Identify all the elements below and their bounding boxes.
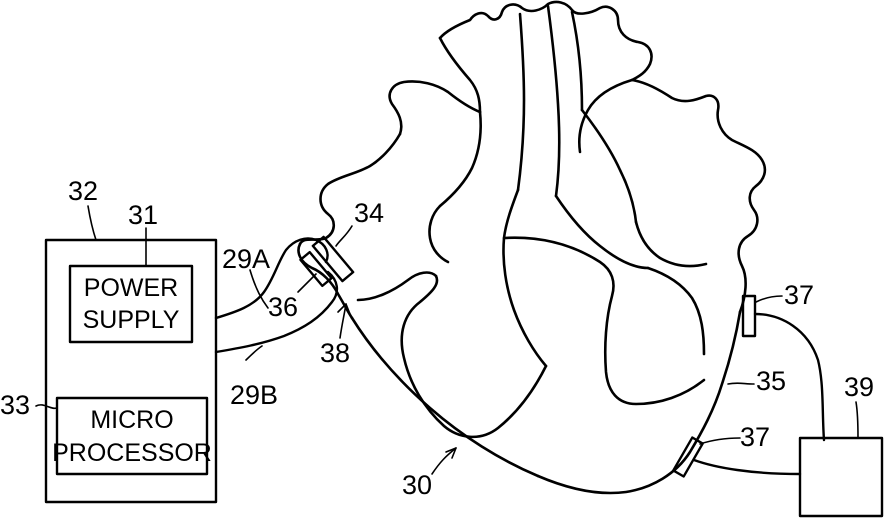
label-35: 35	[756, 366, 786, 396]
label-38: 38	[320, 338, 350, 368]
sensor-system	[673, 296, 882, 516]
heart-outline	[299, 2, 765, 493]
label-32: 32	[68, 176, 98, 206]
lead-35-lower	[694, 460, 800, 474]
label-34: 34	[354, 198, 384, 228]
monitor-39	[800, 438, 882, 516]
label-31: 31	[128, 200, 158, 230]
label-30: 30	[402, 470, 432, 500]
electrode-34	[313, 237, 353, 281]
label-37-upper: 37	[784, 280, 814, 310]
control-unit: POWER SUPPLY MICRO PROCESSOR	[46, 240, 216, 502]
label-33: 33	[0, 390, 30, 420]
label-37-lower: 37	[740, 422, 770, 452]
label-29a: 29A	[222, 244, 270, 274]
microprocessor-line2: PROCESSOR	[52, 439, 212, 467]
power-supply-line2: SUPPLY	[83, 306, 180, 334]
label-36: 36	[268, 292, 298, 322]
label-29b: 29B	[230, 380, 278, 410]
microprocessor-line1: MICRO	[90, 406, 173, 434]
label-39: 39	[844, 372, 874, 402]
power-supply-line1: POWER	[84, 274, 178, 302]
sensor-37-upper	[743, 296, 755, 336]
